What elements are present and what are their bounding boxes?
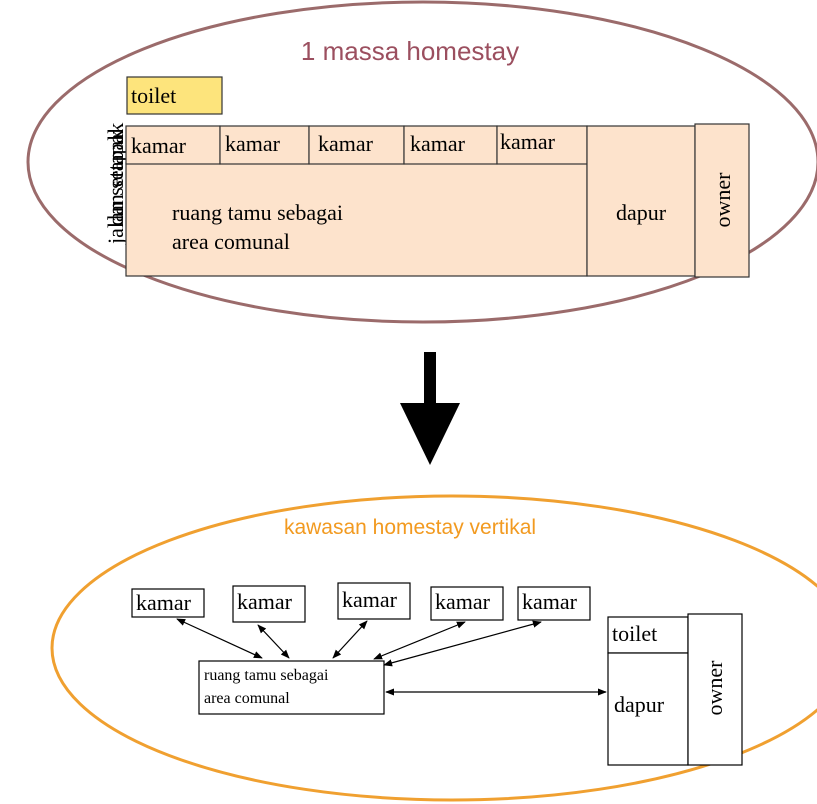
bottom-room-label-2: kamar bbox=[237, 589, 293, 614]
top-main-block bbox=[125, 162, 588, 277]
link-room-2-lounge bbox=[257, 624, 290, 659]
bottom-room-box-5 bbox=[517, 586, 591, 621]
top-diagram: 1 massa homestay jalan setapak dan setap… bbox=[26, 0, 817, 324]
link-room-3-lounge bbox=[332, 620, 368, 659]
top-room-box-4 bbox=[403, 125, 498, 165]
top-owner-box bbox=[694, 123, 750, 278]
bottom-owner-label: owner bbox=[702, 660, 727, 716]
top-room-label-2: kamar bbox=[225, 131, 281, 156]
bottom-ellipse bbox=[50, 494, 817, 802]
top-title: 1 massa homestay bbox=[301, 36, 519, 66]
top-room-label-1: kamar bbox=[131, 133, 187, 158]
bottom-room-label-3: kamar bbox=[342, 587, 398, 612]
side-label-secondary: dan setapak bbox=[103, 123, 128, 226]
transition-arrow bbox=[400, 352, 460, 465]
bottom-room-box-1 bbox=[131, 588, 205, 618]
bottom-room-box-3 bbox=[337, 582, 411, 620]
link-room-5-lounge bbox=[383, 620, 542, 667]
top-toilet-box bbox=[126, 76, 223, 115]
bottom-lounge-line-2: area comunal bbox=[204, 690, 290, 707]
top-room-label-4: kamar bbox=[410, 131, 466, 156]
bottom-diagram: kawasan homestay vertikal kamar kamar ka… bbox=[50, 494, 817, 802]
bottom-title: kawasan homestay vertikal bbox=[284, 516, 536, 539]
bottom-toilet-label: toilet bbox=[612, 621, 657, 646]
side-label-primary: jalan setapak bbox=[103, 130, 128, 245]
bottom-lounge-line-1: ruang tamu sebagai bbox=[204, 667, 329, 684]
bottom-room-label-5: kamar bbox=[522, 589, 578, 614]
bottom-kitchen-label: dapur bbox=[614, 692, 665, 717]
arrow-head bbox=[400, 403, 460, 465]
top-owner-label: owner bbox=[710, 172, 735, 228]
link-room-4-lounge bbox=[373, 621, 466, 660]
top-kitchen-label: dapur bbox=[616, 200, 667, 225]
top-lounge-line-2: area comunal bbox=[172, 229, 290, 254]
link-room-1-lounge bbox=[176, 618, 263, 659]
top-room-box-1 bbox=[125, 125, 221, 165]
bottom-room-box-4 bbox=[430, 586, 504, 621]
top-room-label-5: kamar bbox=[500, 129, 556, 154]
top-room-label-3: kamar bbox=[318, 131, 374, 156]
bottom-toilet-box bbox=[607, 616, 689, 654]
arrow-shaft bbox=[424, 352, 436, 404]
bottom-lounge-box bbox=[198, 660, 385, 715]
bottom-owner-box bbox=[687, 613, 743, 766]
top-lounge-line-1: ruang tamu sebagai bbox=[172, 200, 343, 225]
top-toilet-label: toilet bbox=[131, 83, 176, 108]
bottom-room-box-2 bbox=[232, 585, 306, 623]
bottom-room-label-1: kamar bbox=[136, 590, 192, 615]
bottom-room-label-4: kamar bbox=[435, 589, 491, 614]
bottom-kitchen-box bbox=[607, 652, 689, 766]
top-room-box-2 bbox=[219, 125, 310, 165]
top-ellipse bbox=[26, 0, 817, 324]
